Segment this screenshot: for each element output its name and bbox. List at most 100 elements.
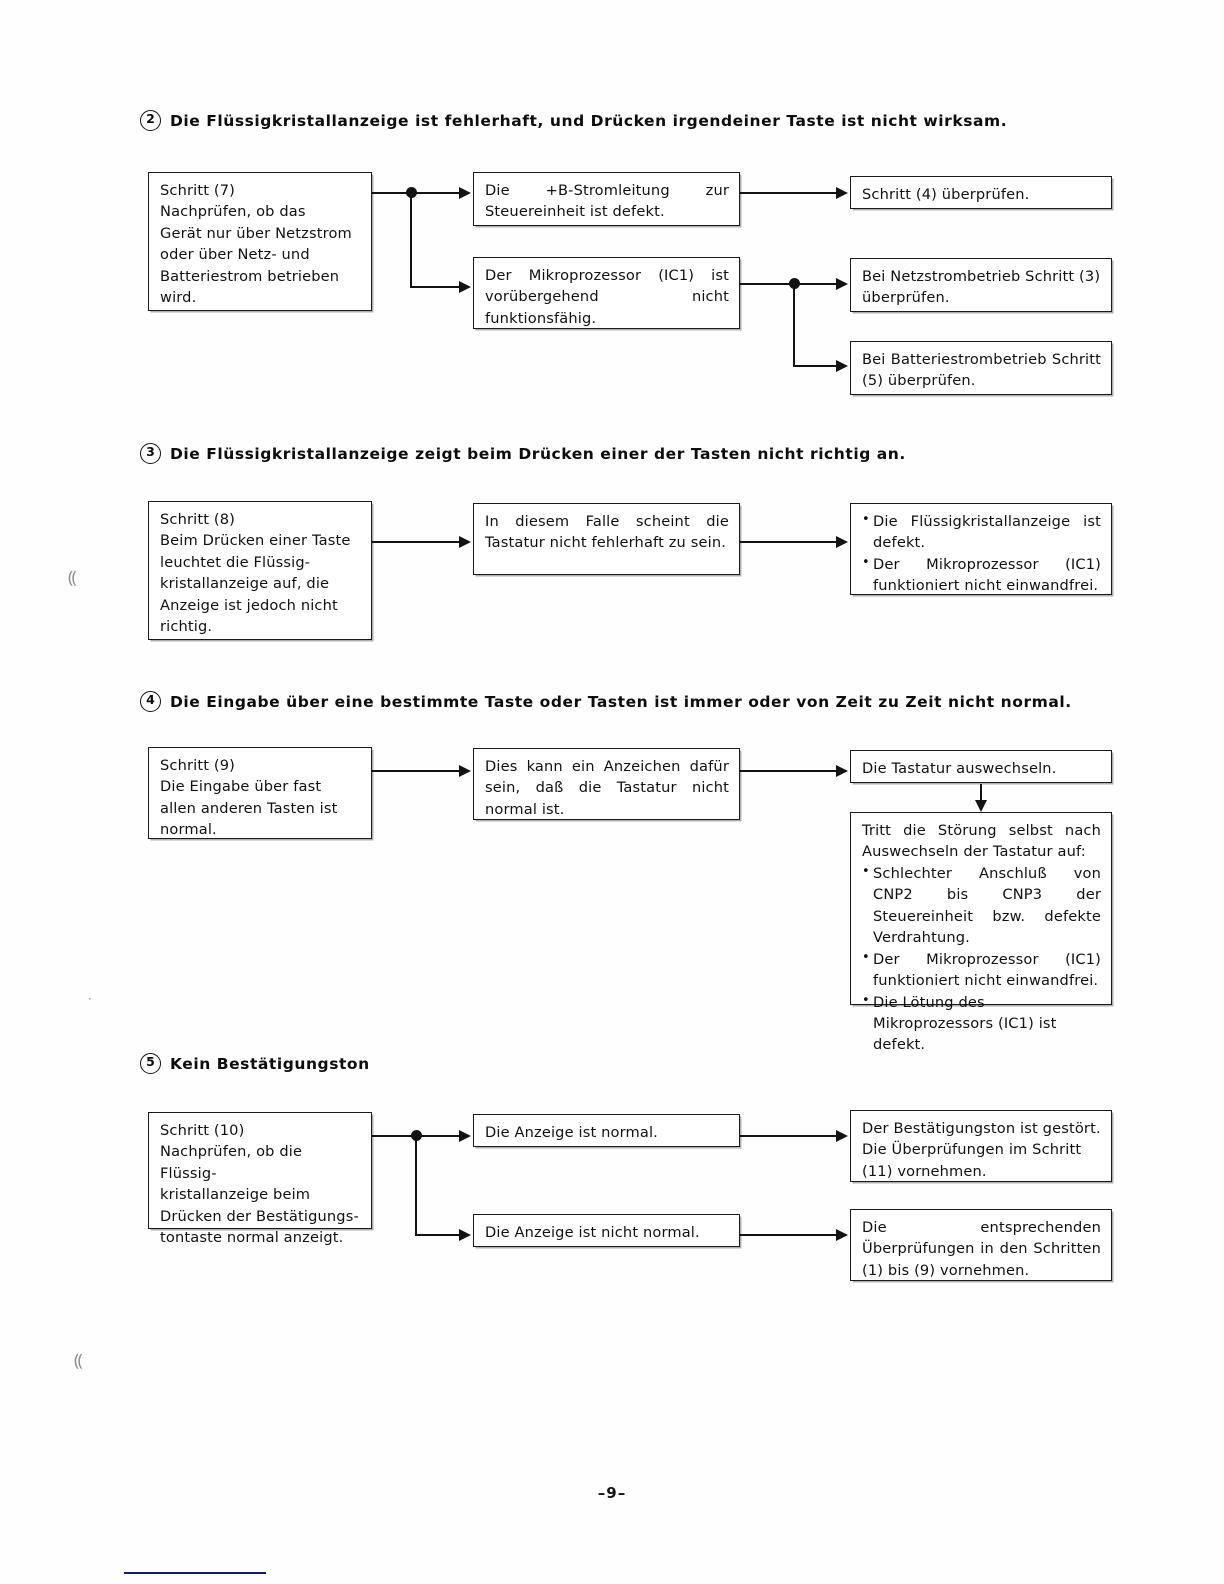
section-heading-3: 3 Die Flüssigkristallanzeige zeigt beim … [140, 443, 906, 464]
connector-line [793, 283, 840, 286]
flow-box-action: Die Tastatur auswechseln. [850, 750, 1112, 783]
arrow-head [459, 187, 471, 199]
step-line: tontaste normal anzeigt. [160, 1229, 344, 1247]
arrow-head [459, 765, 471, 777]
arrow-head [459, 281, 471, 293]
section-heading-text: Kein Bestätigungston [170, 1054, 370, 1073]
flow-box-action: Die Flüssigkristallanzeige ist defekt. D… [850, 503, 1112, 595]
flow-box-cause: In diesem Falle scheint die Tastatur nic… [473, 503, 740, 575]
margin-mark: · [88, 992, 92, 1006]
connector-line [372, 1135, 419, 1138]
step-line: leuchtet die Flüssig- [160, 553, 311, 571]
cause-text: Der Mikroprozessor (IC1) ist vorübergehe… [485, 267, 729, 327]
step-line: Anzeige ist jedoch nicht [160, 596, 338, 614]
section-number-badge: 2 [140, 110, 161, 131]
connector-line [410, 192, 461, 195]
arrow-head [836, 360, 848, 372]
connector-line [740, 1234, 840, 1237]
action-text: Schritt (4) überprüfen. [862, 186, 1030, 203]
margin-mark: ⸨ [68, 568, 77, 588]
step-line: Beim Drücken einer Taste [160, 532, 351, 550]
step-line: kristallanzeige auf, die [160, 575, 330, 593]
connector-line [740, 770, 840, 773]
page-number: –9– [597, 1484, 627, 1502]
step-line: Nachprüfen, ob das [160, 203, 306, 221]
arrow-head [836, 1130, 848, 1142]
section-heading-text: Die Flüssigkristallanzeige ist fehlerhaf… [170, 111, 1008, 130]
list-item: Die Lötung des Mikroprozessors (IC1) ist… [862, 990, 1101, 1056]
step-line: Gerät nur über Netzstrom [160, 224, 352, 242]
arrow-head [836, 278, 848, 290]
flow-box-step: Schritt (9) Die Eingabe über fast allen … [148, 747, 372, 839]
section-heading-text: Die Eingabe über eine bestimmte Taste od… [170, 692, 1072, 711]
connector-line [415, 1135, 461, 1138]
flow-box-action: Schritt (4) überprüfen. [850, 176, 1112, 209]
step-line: Schritt (10) [160, 1122, 245, 1139]
action-text: Der Bestätigungston ist gestört. Die Übe… [862, 1120, 1101, 1180]
arrow-head [459, 1229, 471, 1241]
followup-bullet-list: Schlechter Anschluß von CNP2 bis CNP3 de… [862, 862, 1101, 1056]
section-heading-4: 4 Die Eingabe über eine bestimmte Taste … [140, 691, 1072, 712]
connector-line [415, 1135, 418, 1236]
step-line: Schritt (7) [160, 182, 235, 199]
flow-box-action: Bei Batteriestrombetrieb Schritt (5) übe… [850, 341, 1112, 395]
section-number-badge: 5 [140, 1053, 161, 1074]
flow-box-step: Schritt (8) Beim Drücken einer Taste leu… [148, 501, 372, 640]
action-text: Die entsprechenden Überprüfungen in den … [862, 1219, 1101, 1279]
connector-line [415, 1234, 461, 1237]
connector-line [793, 283, 796, 367]
arrow-head [459, 536, 471, 548]
flow-box-step: Schritt (10) Nachprüfen, ob die Flüssig-… [148, 1112, 372, 1246]
arrow-head [836, 1229, 848, 1241]
flow-box-cause: Der Mikroprozessor (IC1) ist vorübergehe… [473, 257, 740, 329]
connector-line [980, 784, 983, 802]
list-item: Die Flüssigkristallanzeige ist defekt. [862, 510, 1101, 554]
section-heading-5: 5 Kein Bestätigungston [140, 1053, 370, 1074]
arrow-head-down [975, 800, 987, 812]
flow-box-cause: Dies kann ein Anzeichen dafür sein, daß … [473, 748, 740, 820]
connector-line [410, 192, 413, 288]
connector-line [740, 1135, 840, 1138]
section-heading-2: 2 Die Flüssigkristallanzeige ist fehlerh… [140, 110, 1007, 131]
flow-box-step: Schritt (7) Nachprüfen, ob das Gerät nur… [148, 172, 372, 311]
connector-line [740, 283, 803, 286]
flow-box-action: Bei Netzstrombetrieb Schritt (3) überprü… [850, 258, 1112, 312]
list-item: Der Mikroprozessor (IC1) funktioniert ni… [862, 553, 1101, 597]
action-text: Bei Batteriestrombetrieb Schritt (5) übe… [862, 351, 1101, 390]
step-line: oder über Netz- und [160, 246, 310, 264]
connector-line [793, 365, 840, 368]
arrow-head [836, 536, 848, 548]
followup-lead: Tritt die Störung selbst nach Auswechsel… [862, 822, 1101, 861]
connector-line [372, 192, 419, 195]
list-item: Der Mikroprozessor (IC1) funktioniert ni… [862, 948, 1101, 992]
step-line: kristallanzeige beim [160, 1186, 311, 1204]
flow-box-cause: Die +B-Stromleitung zur Steuereinheit is… [473, 172, 740, 226]
arrow-head [459, 1130, 471, 1142]
connector-line [740, 192, 840, 195]
margin-mark: ⸨ [74, 1351, 83, 1371]
cause-text: Die Anzeige ist nicht normal. [485, 1224, 700, 1241]
flow-box-cause: Die Anzeige ist normal. [473, 1114, 740, 1147]
section-number-badge: 4 [140, 691, 161, 712]
action-text: Bei Netzstrombetrieb Schritt (3) überprü… [862, 268, 1101, 307]
bottom-rule [124, 1572, 266, 1574]
step-line: Schritt (8) [160, 511, 235, 528]
action-text: Die Tastatur auswechseln. [862, 760, 1057, 777]
cause-text: In diesem Falle scheint die Tastatur nic… [485, 513, 729, 552]
step-line: Nachprüfen, ob die Flüssig- [160, 1143, 303, 1182]
step-line: Batteriestrom betrieben [160, 267, 340, 285]
step-line: richtig. [160, 618, 213, 636]
step-line: Die Eingabe über fast [160, 778, 322, 796]
action-bullet-list: Die Flüssigkristallanzeige ist defekt. D… [862, 510, 1101, 597]
step-line: normal. [160, 821, 217, 839]
connector-line [410, 286, 461, 289]
step-line: wird. [160, 289, 197, 307]
flow-box-action: Die entsprechenden Überprüfungen in den … [850, 1209, 1112, 1281]
cause-text: Die +B-Stromleitung zur Steuereinheit is… [485, 182, 729, 221]
flow-box-followup: Tritt die Störung selbst nach Auswechsel… [850, 812, 1112, 1053]
connector-line [372, 770, 461, 773]
list-item: Schlechter Anschluß von CNP2 bis CNP3 de… [862, 862, 1101, 949]
section-heading-text: Die Flüssigkristallanzeige zeigt beim Dr… [170, 444, 906, 463]
arrow-head [836, 187, 848, 199]
